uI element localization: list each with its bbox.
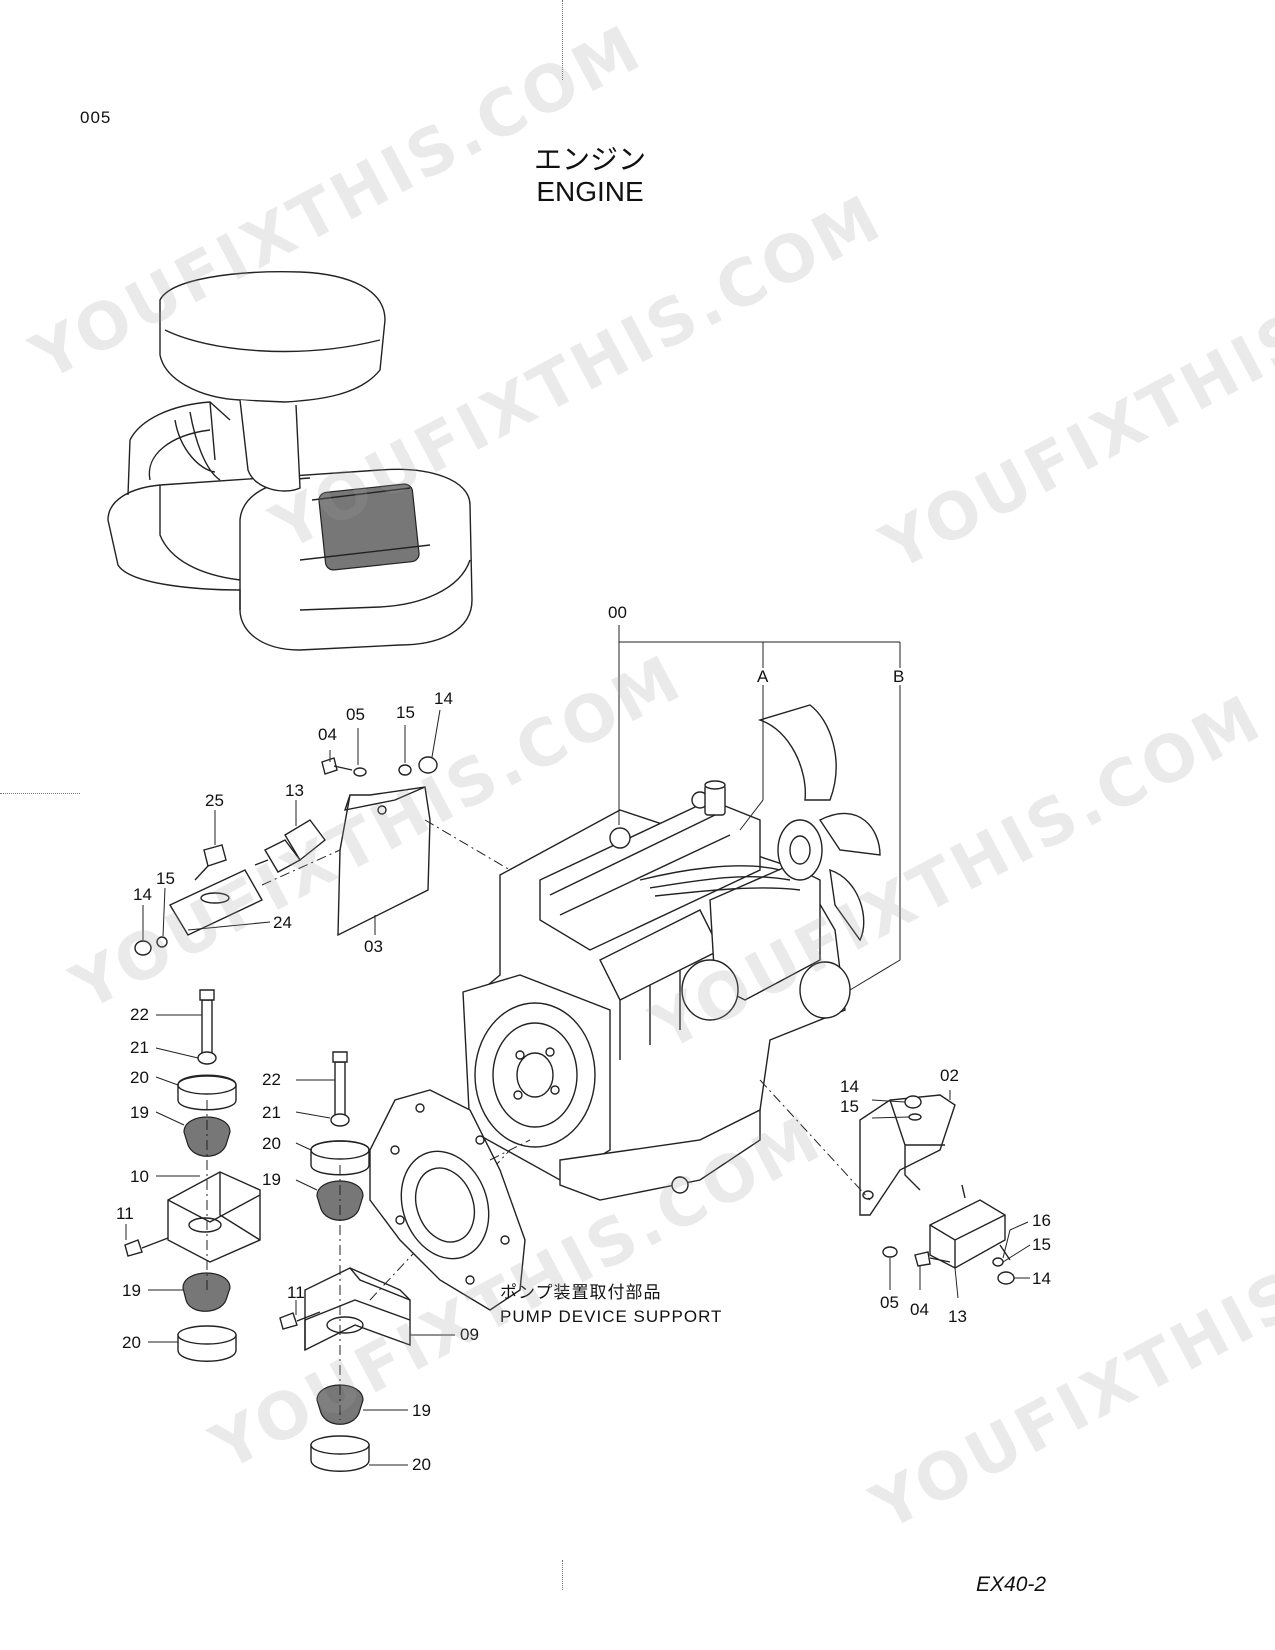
- pump-device-support: [369, 1089, 531, 1311]
- label-03: 03: [364, 937, 383, 956]
- label-14-top: 14: [434, 689, 453, 708]
- right-mount-group: [759, 1079, 1031, 1299]
- note-english: PUMP DEVICE SUPPORT: [500, 1307, 722, 1326]
- label-20-center-lower: 20: [412, 1455, 431, 1474]
- label-13-right: 13: [948, 1307, 967, 1326]
- label-20-left: 20: [130, 1068, 149, 1087]
- label-B: B: [893, 667, 904, 686]
- bottom-cut-mark: [562, 1560, 563, 1590]
- label-04-top: 04: [318, 725, 337, 744]
- assembly-leaders: [618, 625, 901, 991]
- label-22-center: 22: [262, 1070, 281, 1089]
- label-15-top: 15: [396, 703, 415, 722]
- label-14-left: 14: [133, 885, 152, 904]
- side-cut-mark: [0, 793, 80, 794]
- label-05-bottom: 05: [880, 1293, 899, 1312]
- label-10: 10: [130, 1167, 149, 1186]
- center-mount-stack: [279, 1051, 511, 1472]
- page-number: 005: [80, 108, 112, 127]
- label-15-left: 15: [156, 869, 175, 888]
- title-english: ENGINE: [536, 176, 644, 207]
- left-mount-stack: [124, 989, 261, 1362]
- label-A: A: [757, 667, 769, 686]
- label-21-center: 21: [262, 1103, 281, 1122]
- label-11-left: 11: [116, 1204, 134, 1223]
- label-19-left-lower: 19: [122, 1281, 141, 1300]
- label-14-right-lower: 14: [1032, 1269, 1051, 1288]
- label-19-left: 19: [130, 1103, 149, 1122]
- engine-assembly: [462, 704, 881, 1201]
- front-bracket-group: [134, 709, 511, 956]
- label-09: 09: [460, 1325, 479, 1344]
- excavator-overview: [107, 271, 473, 651]
- note-japanese: ポンプ装置取付部品: [500, 1283, 662, 1302]
- label-05-top: 05: [346, 705, 365, 724]
- label-24: 24: [273, 913, 292, 932]
- label-15-right: 15: [840, 1097, 859, 1116]
- label-25: 25: [205, 791, 224, 810]
- label-19-center: 19: [262, 1170, 281, 1189]
- label-14-right: 14: [840, 1077, 859, 1096]
- label-11-center: 11: [287, 1283, 305, 1302]
- label-20-left-lower: 20: [122, 1333, 141, 1352]
- label-15-right-lower: 15: [1032, 1235, 1051, 1254]
- label-22-left: 22: [130, 1005, 149, 1024]
- label-20-center: 20: [262, 1134, 281, 1153]
- label-19-center-lower: 19: [412, 1401, 431, 1420]
- top-cut-mark: [562, 0, 563, 80]
- label-21-left: 21: [130, 1038, 149, 1057]
- label-16: 16: [1032, 1211, 1051, 1230]
- title-japanese: エンジン: [533, 144, 646, 175]
- label-00: 00: [608, 603, 627, 622]
- label-13-left: 13: [285, 781, 304, 800]
- label-04-bottom: 04: [910, 1300, 929, 1319]
- model-code: EX40-2: [976, 1573, 1047, 1596]
- label-02: 02: [940, 1066, 959, 1085]
